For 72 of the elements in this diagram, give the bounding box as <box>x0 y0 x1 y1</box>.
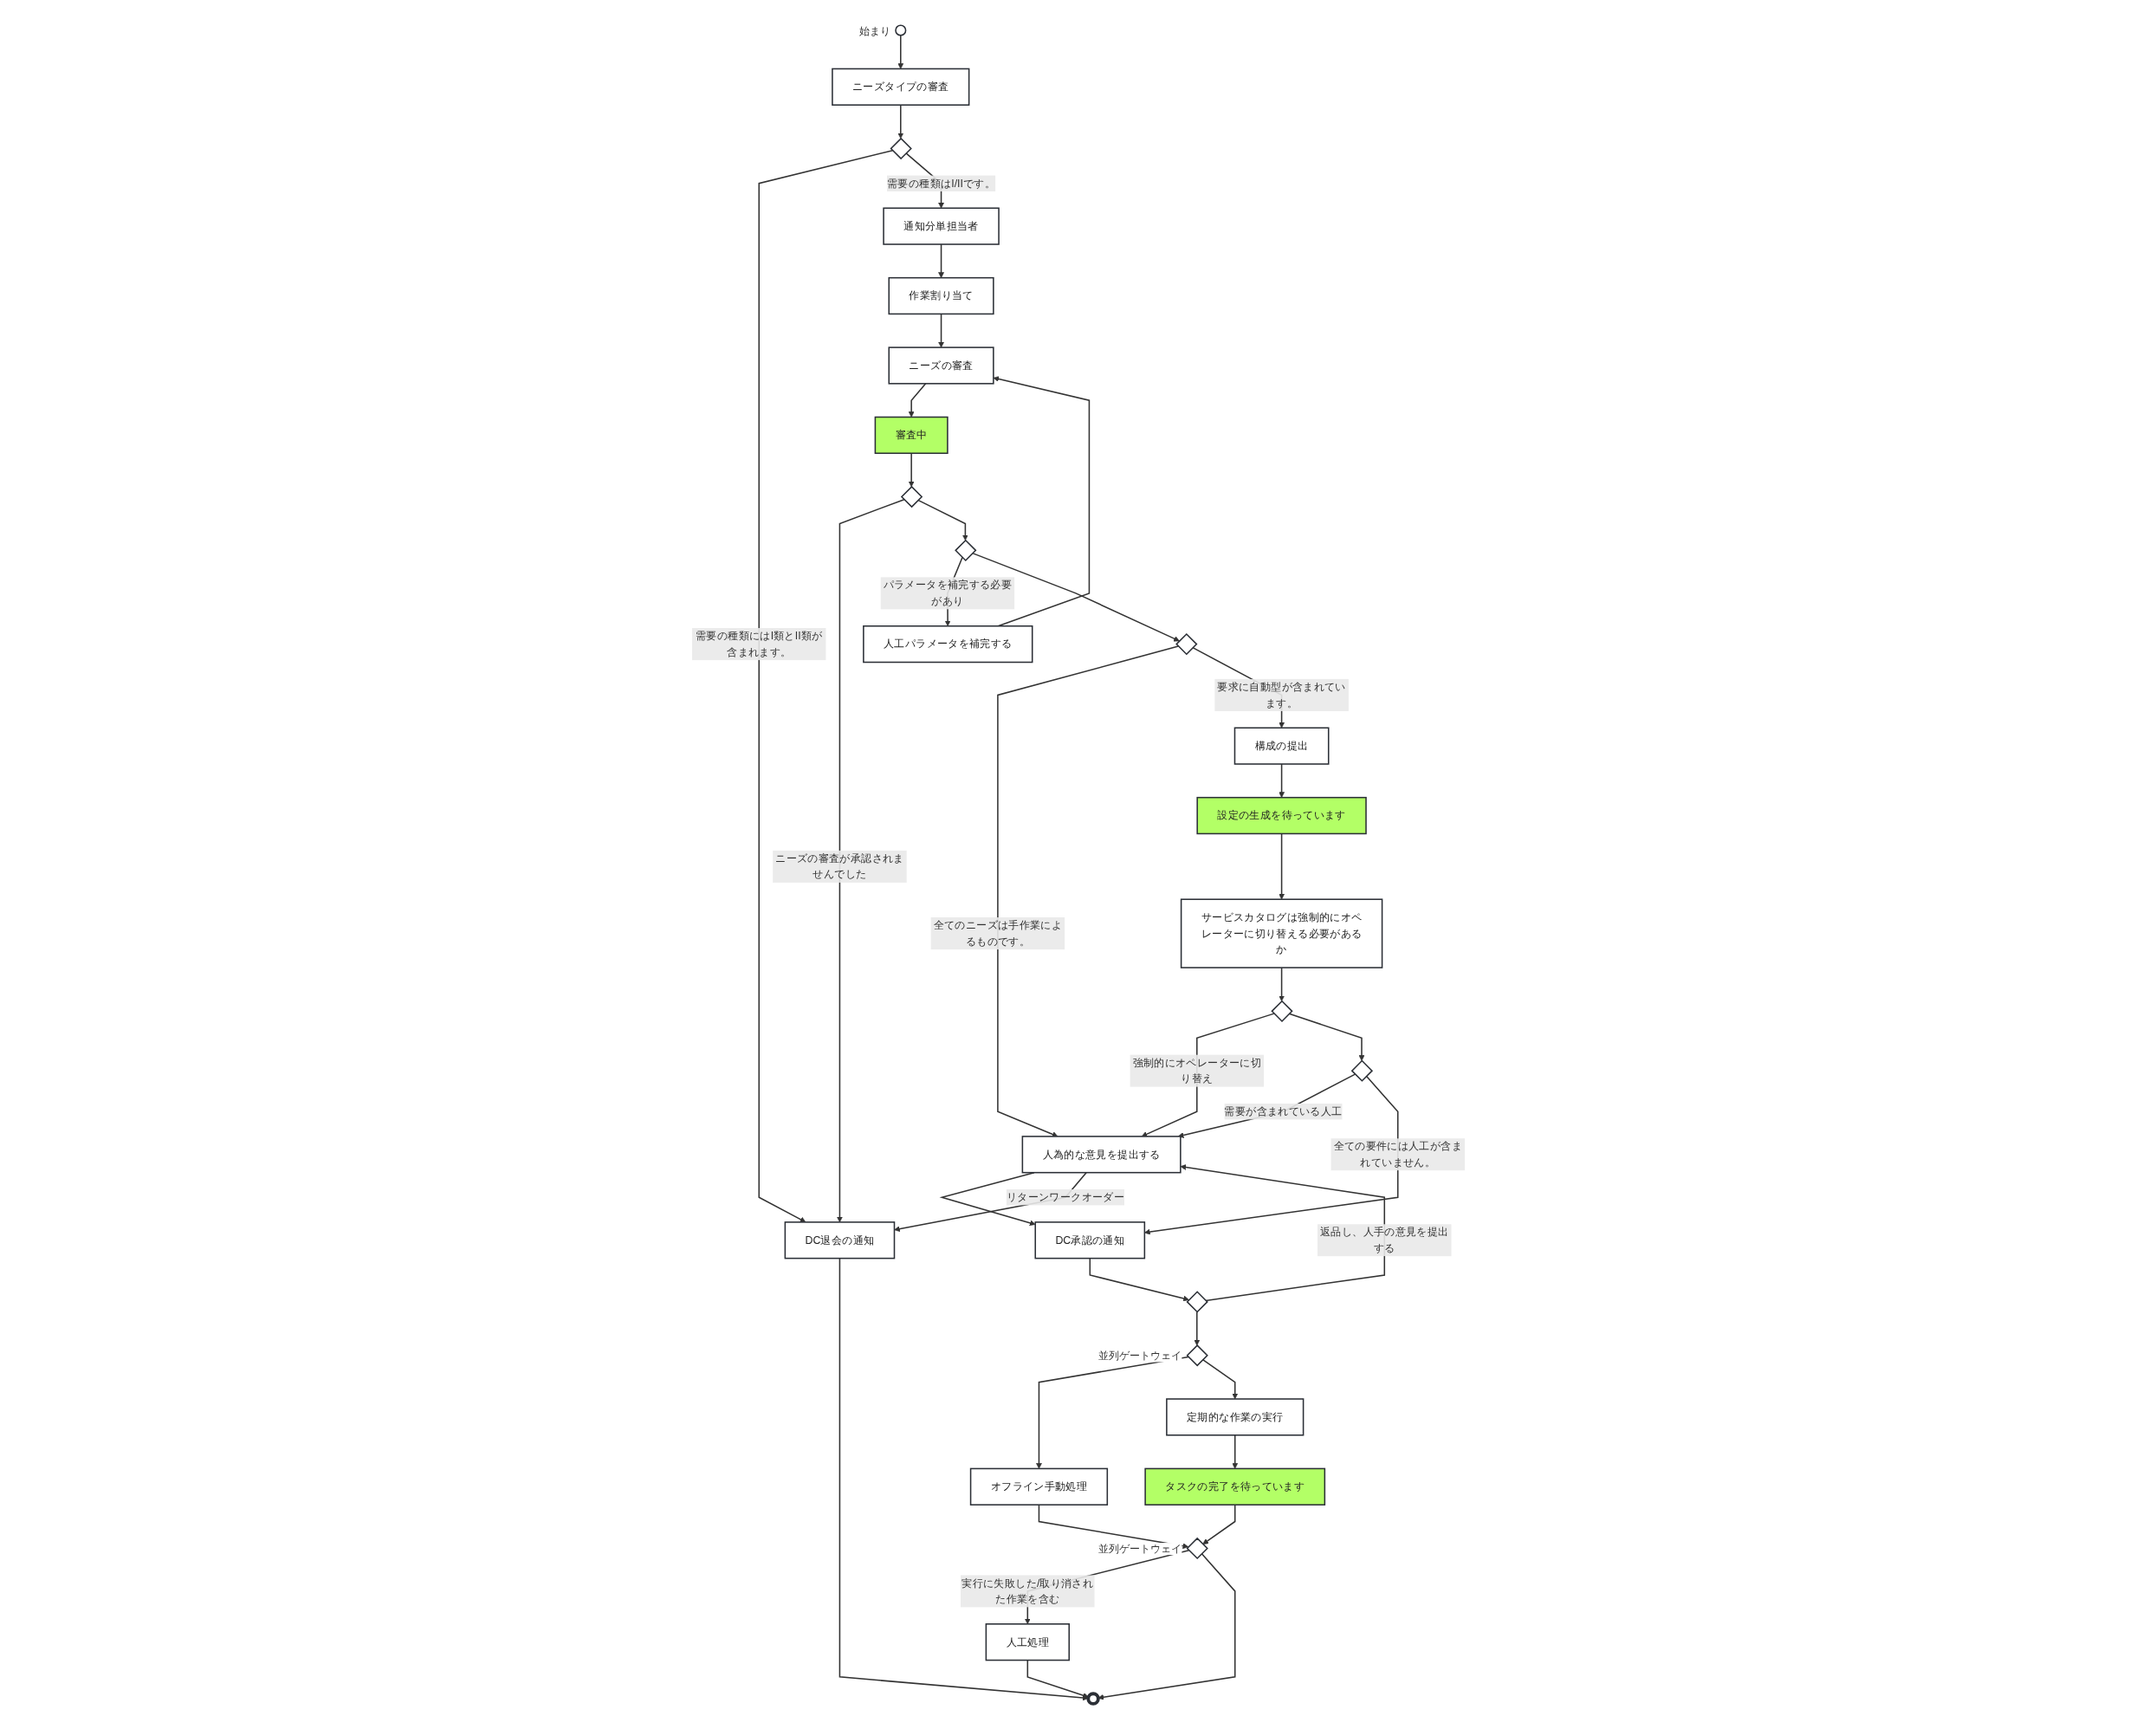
arrow <box>1201 1504 1235 1544</box>
node-circle <box>1085 1692 1100 1706</box>
node-box: 人工処理 <box>985 1623 1070 1661</box>
node-box: 構成の提出 <box>1233 727 1329 765</box>
node-box: 人工パラメータを補完する <box>862 625 1033 664</box>
edge-label: 需要の種類にはI類とII類が含まれます。 <box>695 630 822 658</box>
edge-label: リターンワークオーダー <box>1006 1191 1124 1203</box>
node-box: 定期的な作業の実行 <box>1165 1398 1304 1436</box>
arrow <box>996 645 1179 1137</box>
node-box: 人為的な意見を提出する <box>1021 1136 1182 1174</box>
arrow <box>1089 1257 1189 1302</box>
arrow <box>1180 1164 1385 1302</box>
arrow <box>937 243 944 278</box>
arrow <box>757 149 893 1223</box>
node-box: 審査中 <box>874 416 949 455</box>
arrow <box>1278 763 1285 798</box>
arrow <box>1035 1356 1189 1469</box>
arrow <box>916 499 968 541</box>
arrow <box>908 383 926 418</box>
arrow <box>897 35 903 69</box>
arrow <box>1278 967 1285 1002</box>
arrow <box>1026 1659 1089 1699</box>
arrow <box>1038 1504 1188 1550</box>
arrow <box>1278 832 1285 900</box>
edge-label: 返品し、人手の意見を提出する <box>1319 1226 1449 1254</box>
arrow <box>1143 1075 1399 1235</box>
arrow <box>1201 1358 1238 1400</box>
arrow <box>993 376 1090 627</box>
arrow <box>893 1171 1087 1232</box>
edge-label: 要求に自動型が含まれています。 <box>1216 681 1346 709</box>
edge-label: 全ての要件には人工が含まれていません。 <box>1333 1140 1462 1169</box>
node-box: タスクの完了を待っています <box>1143 1467 1325 1506</box>
node-diamond <box>889 137 912 160</box>
node-box: ニーズタイプの審査 <box>831 68 969 106</box>
arrow <box>836 498 904 1223</box>
node-box: ニーズの審査 <box>887 346 994 385</box>
node-diamond <box>1350 1059 1373 1082</box>
node-box: 設定の生成を待っています <box>1195 796 1367 835</box>
node-box: サービスカタログは強制的にオペレーターに切り替える必要があるか <box>1180 898 1382 968</box>
node-caption: 並列ゲートウェイ <box>1097 1543 1182 1556</box>
arrow <box>1288 1013 1364 1061</box>
node-caption: 並列ゲートウェイ <box>1097 1350 1182 1363</box>
arrow <box>1231 1434 1238 1469</box>
node-caption: 始まり <box>858 24 890 37</box>
arrow <box>897 104 903 139</box>
edge-label: 全てのニーズは手作業によるものです。 <box>933 919 1062 948</box>
node-box: DC承認の通知 <box>1033 1221 1145 1260</box>
edge-label: 強制的にオペレーターに切り替え <box>1132 1056 1261 1085</box>
edge-label: 実行に失敗した/取り消された作業を含む <box>961 1577 1093 1605</box>
node-box: DC退会の通知 <box>784 1221 895 1260</box>
node-diamond <box>1175 632 1197 656</box>
node-box: 作業割り当て <box>887 276 994 315</box>
arrow <box>1097 1552 1235 1700</box>
arrow <box>838 1257 1089 1701</box>
arrow <box>1177 1073 1356 1138</box>
arrow <box>1193 1311 1200 1346</box>
node-diamond <box>1270 1000 1293 1023</box>
node-diamond <box>1186 1537 1208 1560</box>
node-box: 通知分単担当者 <box>882 207 1000 245</box>
arrow <box>971 552 1180 642</box>
edge-label: ニーズの審査が承認されませんでした <box>774 852 904 880</box>
node-diamond <box>1186 1344 1208 1367</box>
node-box: オフライン手動処理 <box>969 1467 1108 1506</box>
arrow <box>937 313 944 348</box>
arrow <box>908 452 915 488</box>
edge-label: パラメータを補完する必要があり <box>883 579 1012 607</box>
node-diamond <box>900 485 923 508</box>
node-diamond <box>1186 1291 1208 1313</box>
node-diamond <box>954 539 976 562</box>
edge-label: 需要の種類はI/IIです。 <box>886 177 995 189</box>
edge-label: 需要が含まれている人工 <box>1223 1105 1343 1117</box>
node-circle <box>894 24 906 36</box>
